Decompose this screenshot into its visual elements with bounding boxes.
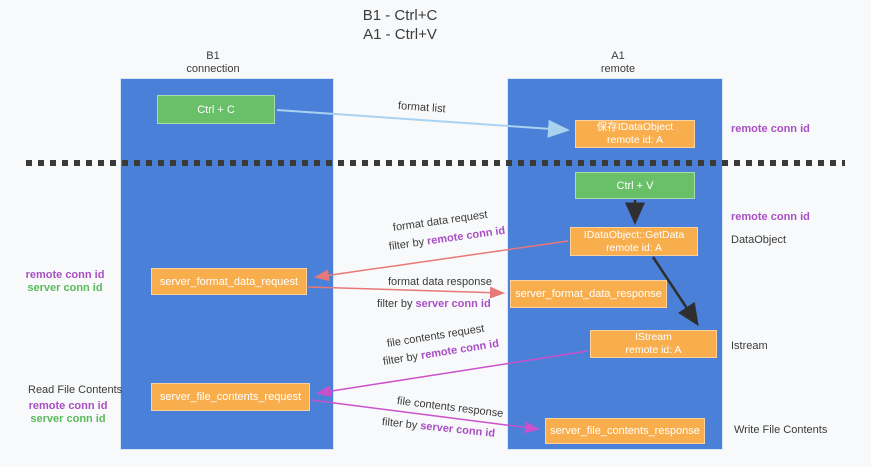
diagram-title: B1 - Ctrl+C A1 - Ctrl+V <box>300 6 500 44</box>
node-ctrl-c: Ctrl + C <box>157 95 275 124</box>
left-remote-conn-id-top: remote conn id <box>25 269 105 281</box>
server-format-data-response-label: server_format_data_response <box>515 288 662 300</box>
right-istream-label: Istream <box>731 340 768 352</box>
node-server-format-data-request: server_format_data_request <box>151 268 307 295</box>
node-server-file-contents-request: server_file_contents_request <box>151 383 310 411</box>
session-divider-dashed-line <box>26 160 845 166</box>
getdata-line2: remote id: A <box>605 241 663 254</box>
left-conn-id-stack-bottom: remote conn id server conn id <box>26 400 110 426</box>
right-remote-conn-id-top: remote conn id <box>731 123 810 135</box>
lane-a1-subtitle: remote <box>600 63 636 75</box>
node-server-format-data-response: server_format_data_response <box>510 280 667 308</box>
lane-header-b1: B1 connection <box>153 50 273 76</box>
lane-b1-title: B1 <box>206 50 220 62</box>
filter-by-text: filter by <box>377 298 413 310</box>
label-format-data-response: format data response <box>388 276 492 288</box>
left-conn-id-stack-top: remote conn id server conn id <box>23 269 107 295</box>
server-file-contents-request-label: server_file_contents_request <box>159 391 302 403</box>
right-write-file-contents-label: Write File Contents <box>734 424 828 436</box>
server-format-data-request-label: server_format_data_request <box>159 275 299 288</box>
server-conn-id-text: server conn id <box>415 298 491 310</box>
lane-b1-subtitle: connection <box>186 63 240 75</box>
filter-by-text: filter by <box>382 350 419 368</box>
node-server-file-contents-response: server_file_contents_response <box>545 418 705 444</box>
node-istream: IStream remote id: A <box>590 330 717 358</box>
right-dataobject-label: DataObject <box>731 234 787 246</box>
node-save-idataobject: 保存IDataObject remote id: A <box>575 120 695 148</box>
istream-line2: remote id: A <box>625 344 682 356</box>
left-server-conn-id-bottom: server conn id <box>30 413 106 425</box>
left-server-conn-id-top: server conn id <box>27 282 103 294</box>
save-idataobject-line2: remote id: A <box>606 134 664 146</box>
remote-conn-id-text: remote conn id <box>426 224 507 248</box>
node-ctrl-v: Ctrl + V <box>575 172 695 199</box>
istream-line1: IStream <box>635 331 672 343</box>
lane-header-a1: A1 remote <box>558 50 678 76</box>
title-line-2: A1 - Ctrl+V <box>363 26 437 43</box>
save-idataobject-line1: 保存IDataObject <box>596 121 674 133</box>
title-line-1: B1 - Ctrl+C <box>362 7 438 24</box>
label-file-contents-response: file contents response <box>396 395 504 420</box>
ctrl-c-label: Ctrl + C <box>197 103 235 116</box>
filter-by-text: filter by <box>381 416 418 432</box>
node-idataobject-getdata: IDataObject::GetData remote id: A <box>570 227 698 256</box>
lane-a1-title: A1 <box>611 50 625 62</box>
server-file-contents-response-label: server_file_contents_response <box>550 425 700 437</box>
left-remote-conn-id-bottom: remote conn id <box>28 400 108 412</box>
right-remote-conn-id-mid: remote conn id <box>731 211 810 223</box>
ctrl-v-label: Ctrl + V <box>616 179 654 192</box>
filter-by-text: filter by <box>388 236 425 253</box>
getdata-line1: IDataObject::GetData <box>583 228 685 241</box>
label-format-list: format list <box>397 100 446 116</box>
left-read-file-contents-label: Read File Contents <box>28 384 123 396</box>
server-conn-id-text: server conn id <box>419 420 496 440</box>
